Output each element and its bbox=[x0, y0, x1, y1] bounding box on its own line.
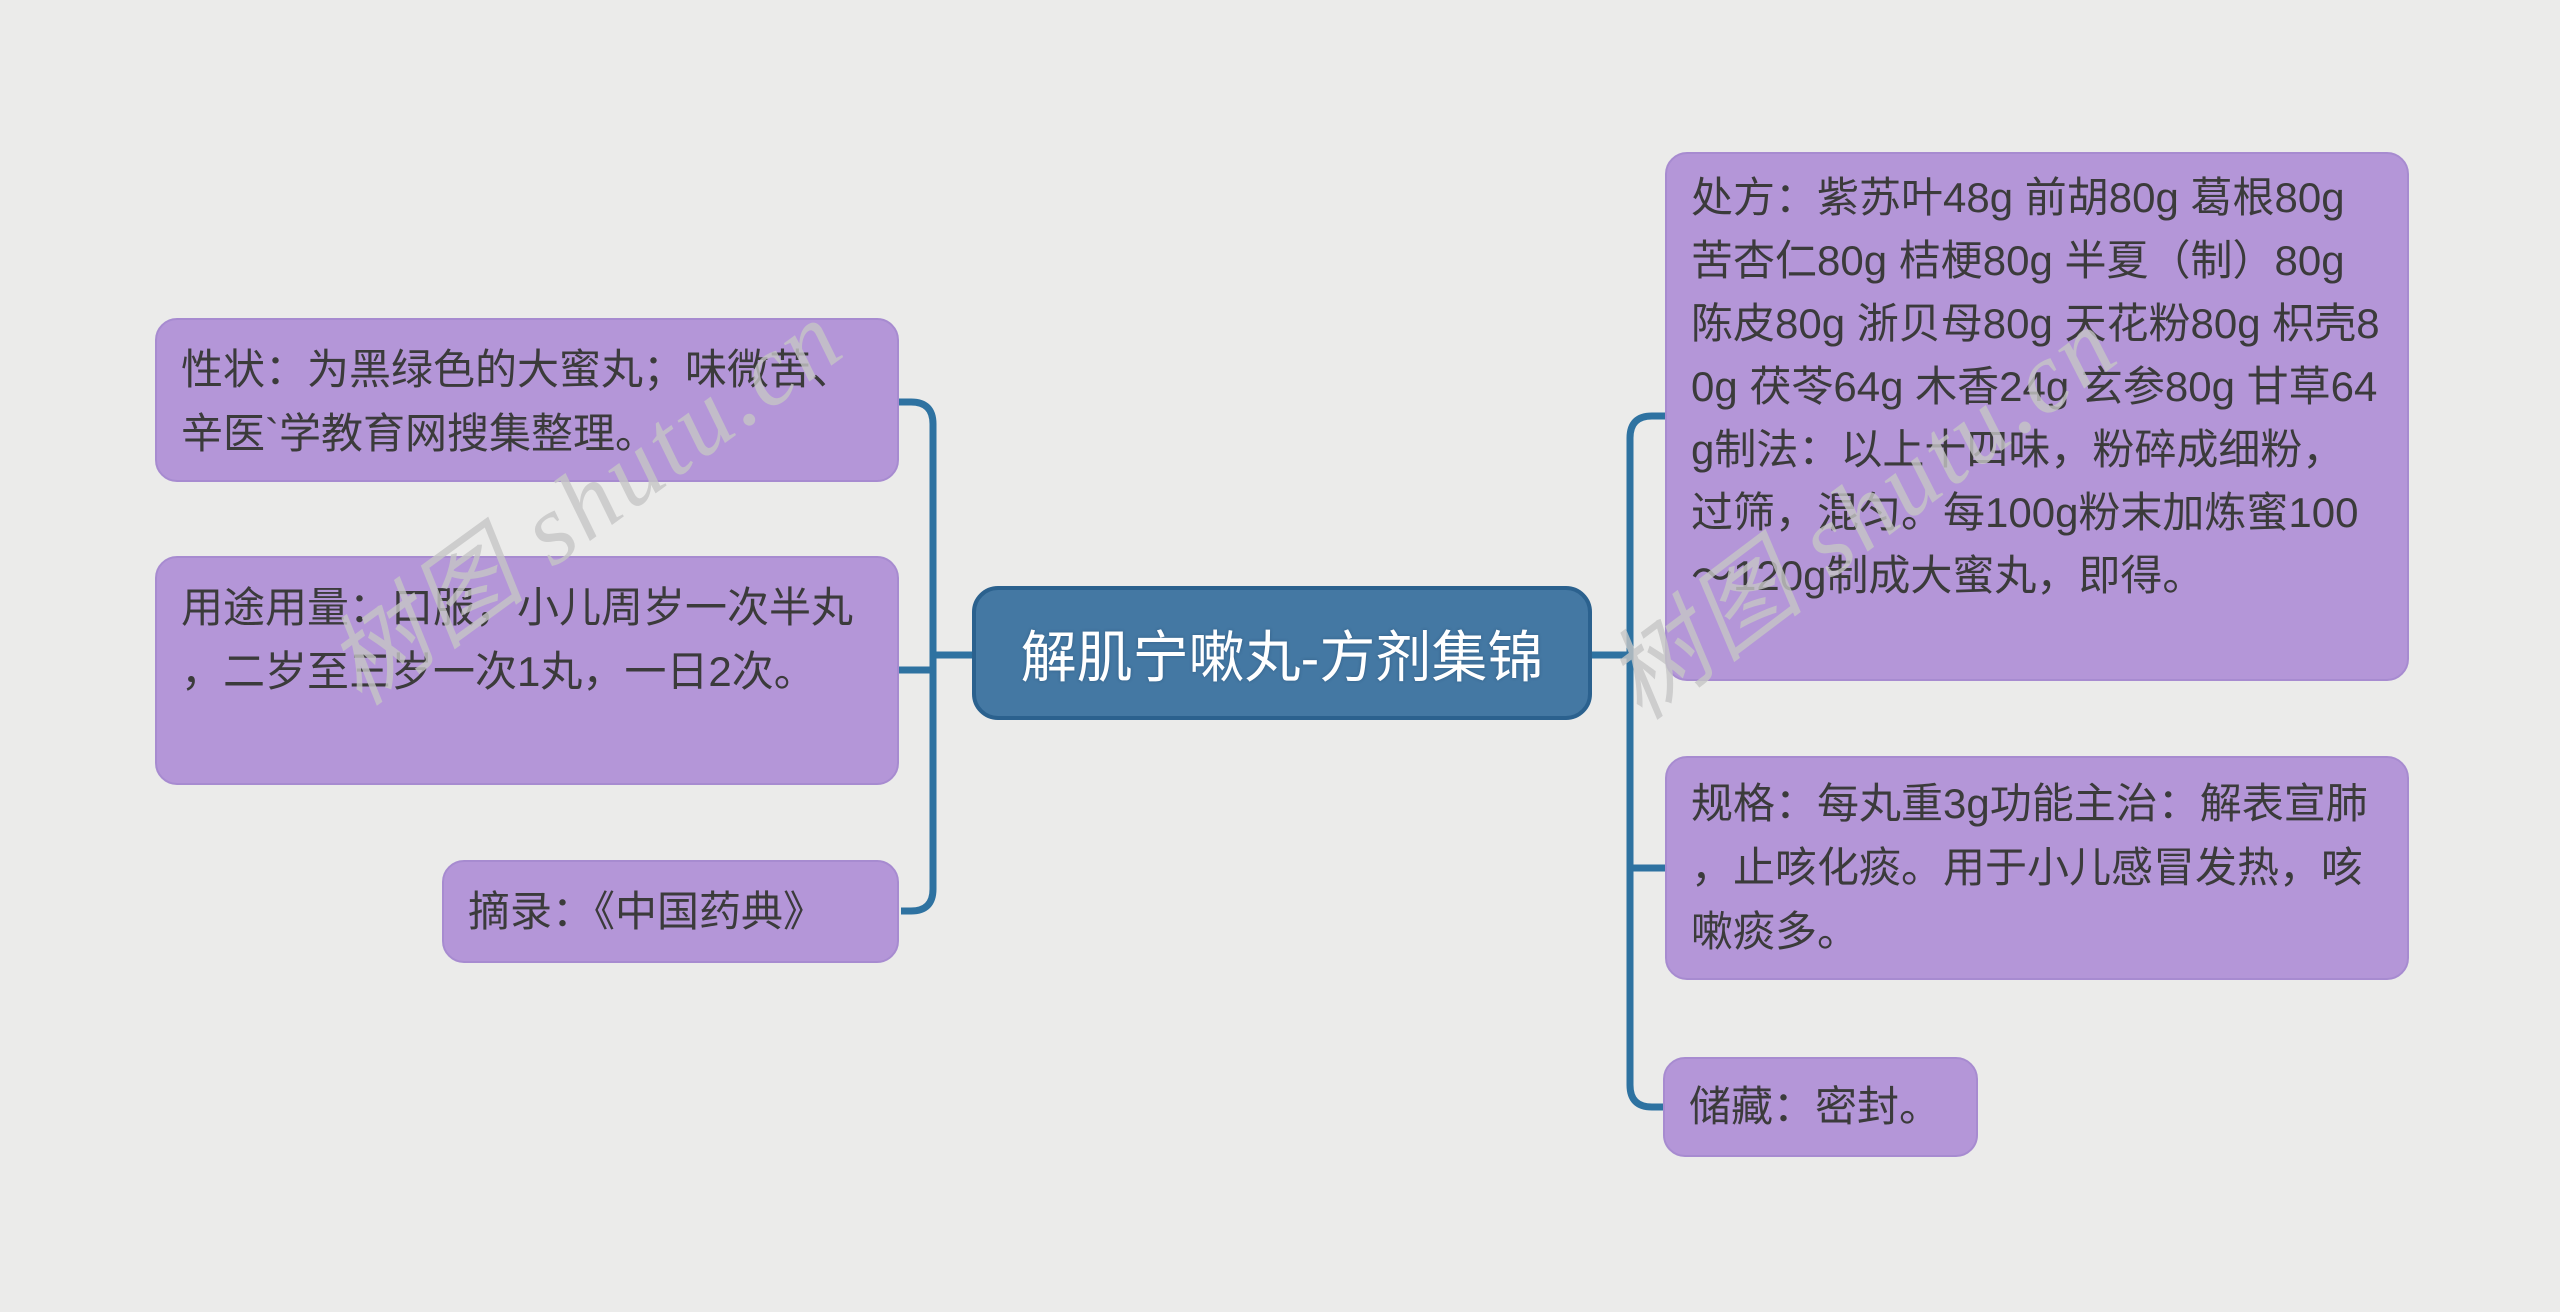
node-chucang[interactable]: 储藏：密封。 bbox=[1663, 1057, 1978, 1157]
node-yongtu-yongliang[interactable]: 用途用量：口服，小儿周岁一次半丸，二岁至三岁一次1丸，一日2次。 bbox=[155, 556, 899, 785]
right-trunk-connector bbox=[1626, 412, 1665, 1111]
left-trunk-connector bbox=[899, 398, 937, 915]
node-chufang-zhifa[interactable]: 处方：紫苏叶48g 前胡80g 葛根80g 苦杏仁80g 桔梗80g 半夏（制）… bbox=[1665, 152, 2409, 681]
node-xingzhuang[interactable]: 性状：为黑绿色的大蜜丸；味微苦、辛医`学教育网搜集整理。 bbox=[155, 318, 899, 482]
root-node-title[interactable]: 解肌宁嗽丸-方剂集锦 bbox=[972, 586, 1592, 720]
node-zhailu[interactable]: 摘录：《中国药典》 bbox=[442, 860, 899, 963]
node-guige-gongneng[interactable]: 规格：每丸重3g功能主治：解表宣肺，止咳化痰。用于小儿感冒发热，咳嗽痰多。 bbox=[1665, 756, 2409, 980]
